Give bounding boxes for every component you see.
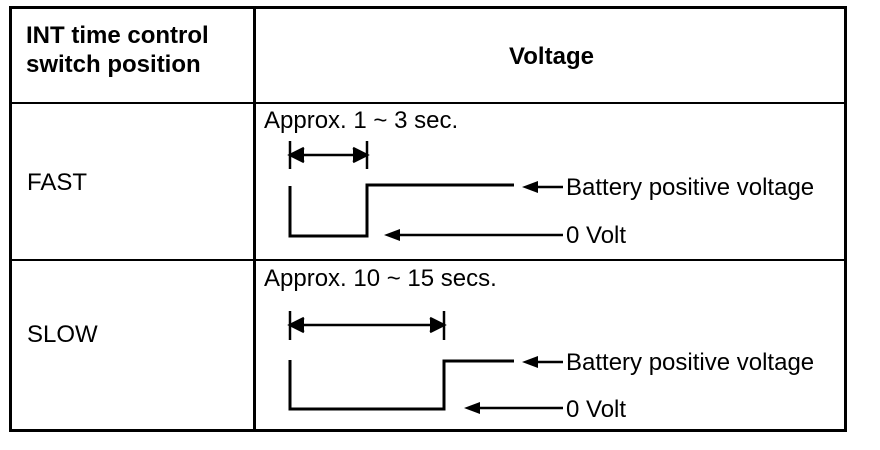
row-divider <box>12 259 844 261</box>
fast-interval-label: Approx. 1 ~ 3 sec. <box>264 107 458 134</box>
int-time-voltage-table: INT time control switch position Voltage… <box>9 6 847 432</box>
header-voltage: Voltage <box>509 43 594 70</box>
fast-waveform-diagram: Approx. 1 ~ 3 sec. Battery positive volt… <box>256 104 847 259</box>
fast-low-pointer-arrow <box>384 229 563 241</box>
fast-low-label: 0 Volt <box>566 222 626 249</box>
fast-interval-arrow <box>287 141 370 169</box>
header-switch-position: INT time control switch position <box>26 22 209 78</box>
header-divider <box>12 102 844 104</box>
slow-low-label: 0 Volt <box>566 396 626 423</box>
fast-high-label: Battery positive voltage <box>566 174 814 201</box>
slow-waveform-diagram: Approx. 10 ~ 15 secs. Battery positive v… <box>256 261 847 429</box>
fast-high-pointer-arrow <box>522 181 563 193</box>
row-label-slow: SLOW <box>27 321 98 348</box>
slow-interval-arrow <box>287 311 447 340</box>
row-label-fast: FAST <box>27 169 88 196</box>
column-divider <box>253 9 256 429</box>
slow-high-pointer-arrow <box>522 356 563 368</box>
slow-interval-label: Approx. 10 ~ 15 secs. <box>264 265 497 292</box>
slow-voltage-waveform <box>288 359 514 411</box>
slow-low-pointer-arrow <box>464 402 563 414</box>
fast-voltage-waveform <box>288 183 514 238</box>
slow-high-label: Battery positive voltage <box>566 349 814 376</box>
